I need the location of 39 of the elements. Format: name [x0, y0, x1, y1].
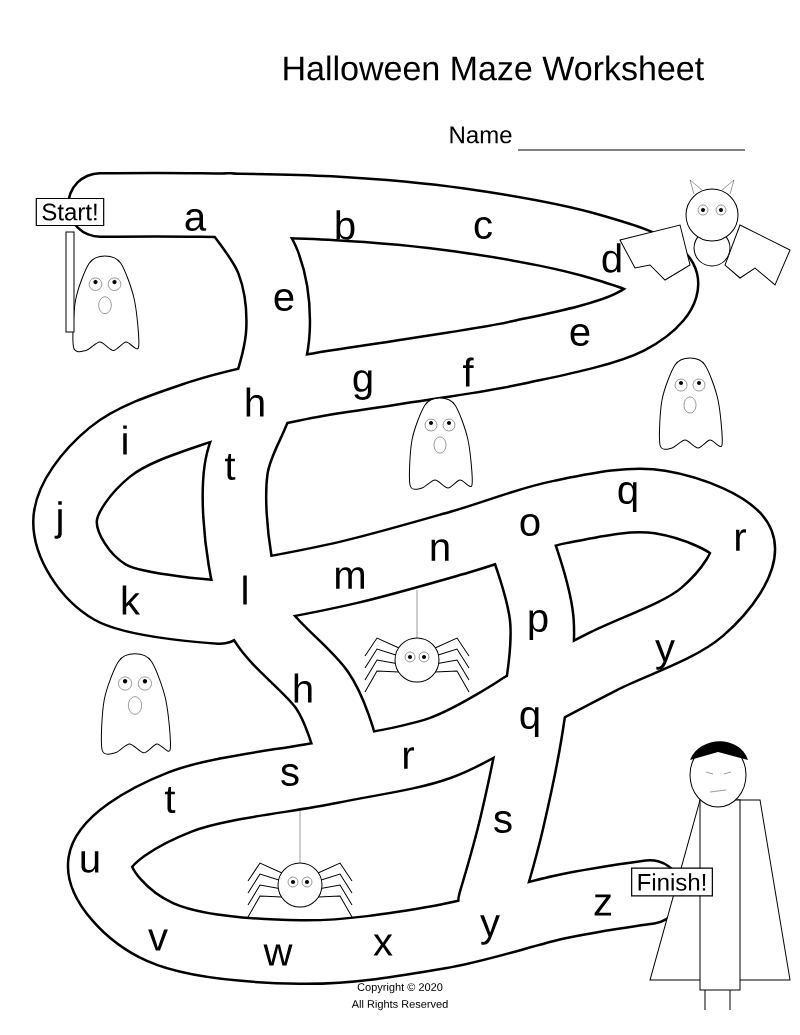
footer-text: All Rights Reserved: [351, 999, 448, 1011]
maze-letter: f: [463, 357, 474, 387]
maze-letter: e: [274, 289, 294, 311]
maze-letter: j: [54, 501, 62, 539]
maze-letter: a: [185, 209, 207, 231]
maze-letter: q: [520, 707, 539, 737]
maze-letter: l: [243, 575, 247, 605]
maze-letter: b: [336, 210, 355, 240]
maze-letter: n: [431, 539, 449, 561]
maze-letter: r: [736, 529, 746, 551]
footer-text: Copyright © 2020: [357, 982, 443, 994]
name-label: Name: [450, 126, 512, 144]
maze-letter: t: [225, 453, 236, 481]
maze-letter: s: [281, 764, 299, 786]
maze-letter: u: [81, 851, 99, 873]
sign-board: Start!: [35, 197, 105, 333]
maze-letter: p: [529, 610, 548, 640]
maze-letter: v: [148, 929, 168, 951]
maze-letter: y: [480, 915, 500, 945]
maze-letter: w: [263, 944, 293, 966]
maze-letter: g: [353, 370, 372, 400]
maze-letter: h: [294, 673, 312, 703]
maze-letter: c: [474, 217, 492, 239]
maze-letter: y: [655, 640, 675, 670]
maze-letter: q: [618, 482, 637, 512]
sign-board: Finish!: [631, 867, 713, 897]
maze-letter: x: [373, 934, 393, 956]
maze-letter: o: [520, 514, 540, 536]
maze-letter: t: [165, 786, 176, 814]
maze-letter: e: [570, 324, 590, 346]
maze-letter: r: [404, 747, 414, 769]
maze-letter: i: [123, 425, 127, 455]
maze-letter: z: [594, 894, 611, 916]
worksheet-title: Halloween Maze Worksheet: [284, 55, 704, 81]
maze-letter: k: [122, 585, 141, 615]
maze-letter: s: [494, 811, 512, 833]
maze-letter: d: [602, 243, 621, 273]
maze-letter: m: [336, 567, 364, 589]
maze-letter: h: [246, 387, 264, 417]
